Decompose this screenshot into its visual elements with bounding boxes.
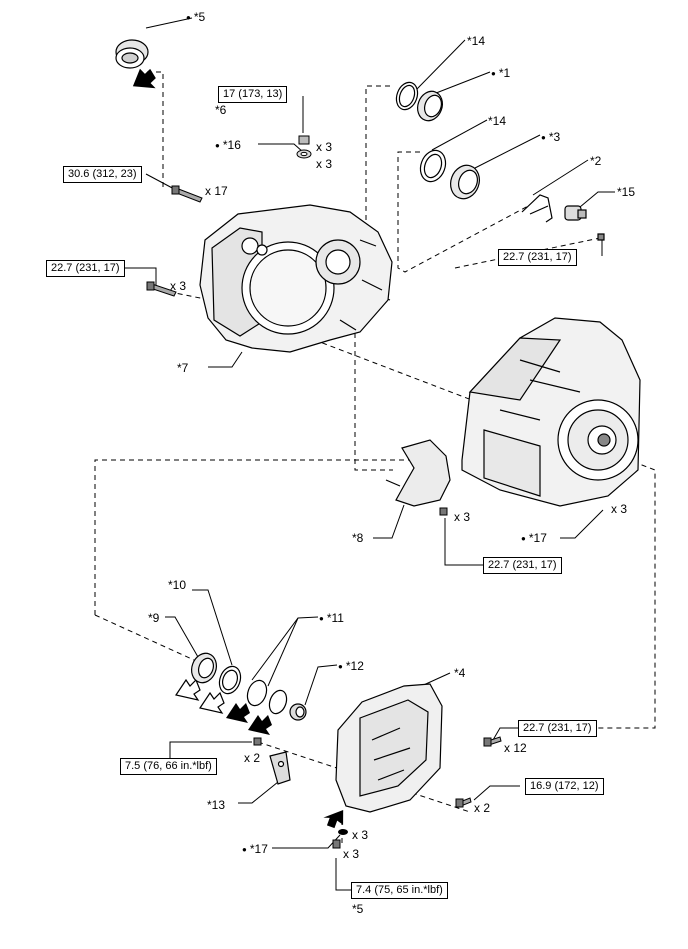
- plug-washer: [296, 135, 312, 159]
- bolts: [146, 185, 502, 849]
- callout-14-a: *14: [467, 34, 486, 48]
- callout-9: *9: [148, 611, 160, 625]
- torque-spec-bracket-bolt: 7.5 (76, 66 in.*lbf): [120, 758, 217, 775]
- callout-13: *13: [207, 798, 226, 812]
- qty-plug: x 3: [316, 140, 333, 154]
- o-ring-part: [338, 829, 348, 835]
- callout-15: *15: [617, 185, 636, 199]
- qty-lower-o-rings: x 3: [352, 828, 369, 842]
- torque-spec-housing-bolt: 30.6 (312, 23): [63, 166, 142, 183]
- qty-short-bolts: x 2: [474, 801, 491, 815]
- callout-6: *6: [215, 103, 227, 117]
- lower-seals: [191, 652, 307, 721]
- callout-11: *11: [319, 611, 344, 626]
- callout-1: *1: [491, 66, 510, 81]
- qty-guide-bolts: x 3: [454, 510, 471, 524]
- qty-washer: x 3: [316, 157, 333, 171]
- callout-16: *16: [215, 138, 241, 153]
- qty-left-bolts: x 3: [170, 279, 187, 293]
- race-rings-top: [395, 81, 480, 200]
- callout-8: *8: [352, 531, 364, 545]
- torque-spec-cover-bolt: 22.7 (231, 17): [518, 720, 597, 737]
- qty-bracket-bolts: x 2: [244, 751, 261, 765]
- callout-10: *10: [168, 578, 187, 592]
- oil-seal-part: [115, 39, 149, 69]
- callout-17-bottom: *17: [242, 842, 268, 857]
- callout-5-top: *5: [186, 10, 205, 25]
- qty-lower-bolts: x 3: [343, 847, 360, 861]
- clip-and-sensor: [521, 194, 605, 241]
- callout-4: *4: [454, 666, 466, 680]
- torque-spec-lower-bolt: 7.4 (75, 65 in.*lbf): [351, 882, 448, 899]
- callout-3: *3: [541, 130, 560, 145]
- bracket-part: [269, 751, 291, 785]
- oil-guide-part: [385, 439, 451, 507]
- torque-spec-guide-bolt: 22.7 (231, 17): [483, 557, 562, 574]
- callout-14-b: *14: [488, 114, 507, 128]
- callout-17-mid: *17: [521, 531, 547, 546]
- qty-case-o-rings: x 3: [611, 502, 628, 516]
- transaxle-case-part: [461, 317, 641, 507]
- torque-spec-sensor-bolt: 22.7 (231, 17): [498, 249, 577, 266]
- torque-spec-cover-bolt-short: 16.9 (172, 12): [525, 778, 604, 795]
- torque-spec-left-bolt: 22.7 (231, 17): [46, 260, 125, 277]
- qty-housing-bolts: x 17: [205, 184, 228, 198]
- qty-cover-bolts: x 12: [504, 741, 527, 755]
- side-cover-part: [335, 683, 443, 813]
- torque-spec-plug: 17 (173, 13): [218, 86, 288, 103]
- converter-housing-part: [199, 204, 393, 353]
- callout-2: *2: [590, 154, 602, 168]
- leader-lines: [122, 17, 615, 891]
- callout-5-bottom: *5: [352, 902, 364, 916]
- callout-7: *7: [177, 361, 189, 375]
- callout-12: *12: [338, 659, 364, 674]
